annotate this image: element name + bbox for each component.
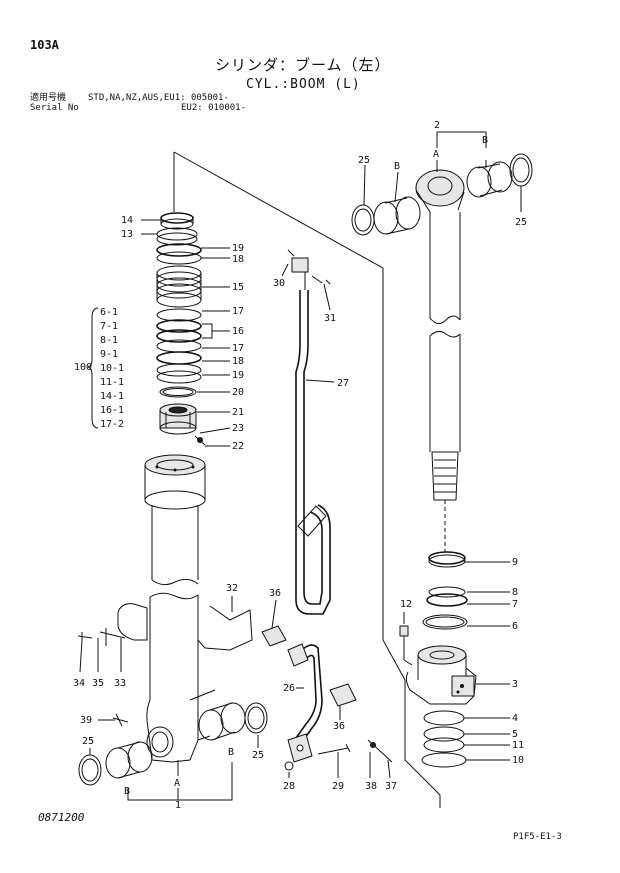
callout-25: 25	[252, 750, 264, 761]
callout-37: 37	[385, 781, 397, 792]
cylinder-head-stack	[156, 212, 206, 446]
callout-A: A	[174, 778, 180, 789]
callout-B: B	[394, 161, 400, 172]
callout-13: 13	[121, 229, 133, 240]
callout-25: 25	[82, 736, 94, 747]
callout-39: 39	[80, 715, 92, 726]
callout-35: 35	[92, 678, 104, 689]
callout-28: 28	[283, 781, 295, 792]
serial-label-jp: 適用号機	[30, 93, 67, 103]
piston-seal-stack	[405, 551, 477, 768]
kit-item: 8-1	[100, 335, 119, 346]
callout-9: 9	[512, 557, 518, 568]
serial-range-1: STD,NA,NZ,AUS,EU1: 005001-	[88, 93, 229, 103]
clamp-36-upper	[261, 625, 287, 647]
bolt-34	[77, 632, 93, 640]
diagram-title-en: CYL.:BOOM (L)	[246, 77, 361, 92]
washer-28	[284, 761, 294, 771]
kit-number: 100	[74, 362, 93, 373]
kit-item: 9-1	[100, 349, 119, 360]
callout-7: 7	[512, 599, 518, 610]
callout-B: B	[482, 135, 488, 146]
callout-labels: 14 13 19 18 15 17 16 17 18 19 20 21 23 2…	[73, 120, 527, 811]
callout-18: 18	[232, 356, 244, 367]
callout-30: 30	[273, 278, 285, 289]
page-code: 103A	[30, 38, 59, 52]
page-reference: P1F5-E1-3	[513, 832, 562, 842]
callout-19: 19	[232, 370, 244, 381]
kit-bracket	[87, 307, 99, 429]
kit-item: 14-1	[100, 391, 125, 402]
callout-32: 32	[226, 583, 238, 594]
callout-18: 18	[232, 254, 244, 265]
clamp-36-lower	[329, 683, 357, 707]
foot-bushings	[78, 702, 268, 786]
callout-25: 25	[358, 155, 370, 166]
callout-19: 19	[232, 243, 244, 254]
callout-A: A	[433, 149, 439, 160]
callout-23: 23	[232, 423, 244, 434]
callout-14: 14	[121, 215, 133, 226]
bolt-12	[399, 625, 409, 637]
kit-item: 10-1	[100, 363, 125, 374]
callout-21: 21	[232, 407, 244, 418]
callout-11: 11	[512, 740, 524, 751]
callout-27: 27	[337, 378, 349, 389]
callout-29: 29	[332, 781, 344, 792]
callout-36: 36	[333, 721, 345, 732]
bolt-29	[317, 743, 351, 755]
serial-label-en: Serial No	[30, 103, 79, 113]
rod-eye-bushings	[351, 153, 533, 236]
band-clamp	[99, 603, 253, 651]
callout-38: 38	[365, 781, 377, 792]
diagram-title-jp: シリンダ：ブーム（左）	[215, 56, 391, 74]
callout-5: 5	[512, 729, 518, 740]
pipe-26	[287, 643, 323, 763]
kit-item: 6-1	[100, 307, 119, 318]
pipe-27	[287, 249, 331, 615]
serial-range-2: EU2: 010001-	[181, 103, 247, 113]
callout-B: B	[124, 786, 130, 797]
callout-8: 8	[512, 587, 518, 598]
leader-lines	[79, 131, 522, 801]
callout-31: 31	[324, 313, 336, 324]
callout-22: 22	[232, 441, 244, 452]
frame-line-top	[173, 151, 384, 640]
callout-20: 20	[232, 387, 244, 398]
callout-25: 25	[515, 217, 527, 228]
callout-B: B	[228, 747, 234, 758]
callout-3: 3	[512, 679, 518, 690]
callout-10: 10	[512, 755, 524, 766]
kit-item: 11-1	[100, 377, 125, 388]
drawing-code: 0871200	[38, 811, 85, 824]
kit-item: 17-2	[100, 419, 125, 430]
kit-item: 7-1	[100, 321, 119, 332]
frame-line-right	[382, 639, 441, 808]
kit-item: 16-1	[100, 405, 125, 416]
callout-2: 2	[434, 120, 440, 131]
grease-nipple	[112, 713, 129, 727]
callout-16: 16	[232, 326, 244, 337]
callout-15: 15	[232, 282, 244, 293]
callout-33: 33	[114, 678, 126, 689]
callout-34: 34	[73, 678, 85, 689]
callout-12: 12	[400, 599, 412, 610]
callout-36: 36	[269, 588, 281, 599]
callout-1: 1	[175, 800, 181, 811]
callout-26: 26	[283, 683, 295, 694]
callout-4: 4	[512, 713, 518, 724]
cylinder-tube	[144, 454, 216, 763]
callout-17: 17	[232, 306, 244, 317]
callout-6: 6	[512, 621, 518, 632]
callout-17: 17	[232, 343, 244, 354]
piston-rod	[415, 169, 465, 552]
